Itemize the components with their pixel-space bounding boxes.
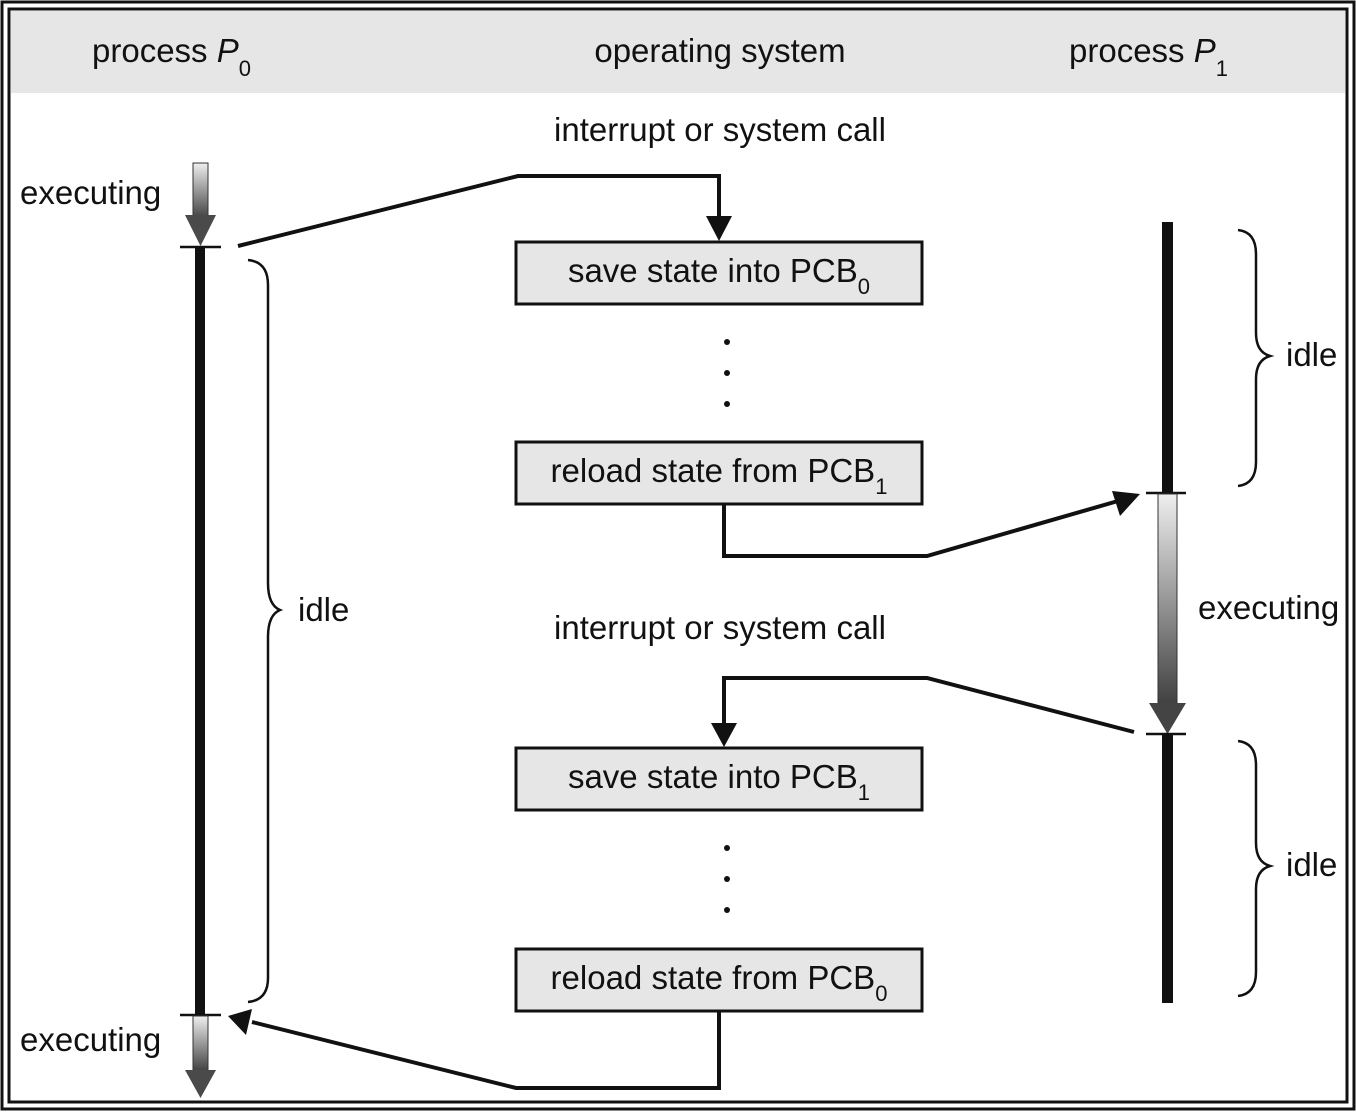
connector-p1-to-os [711, 676, 1135, 747]
p1-timeline [1146, 222, 1186, 1003]
p0-idle-bar [195, 247, 205, 1015]
p0-exec-top-shaft [192, 162, 209, 220]
p1-idle-brace-top [1237, 228, 1275, 488]
p0-idle-brace [247, 258, 284, 1004]
p1-idle-bar-top [1162, 222, 1173, 493]
ellipsis-top [724, 339, 730, 407]
p1-idle-bar-bottom [1162, 734, 1173, 1003]
header-process-p1: process P1 [1069, 32, 1228, 81]
p1-exec-shaft [1157, 493, 1178, 707]
p1-idle-brace-bottom [1237, 739, 1275, 998]
p0-idle-label: idle [298, 591, 349, 628]
p0-exec-bottom-head [185, 1070, 216, 1098]
svg-text:reload state from PCB1: reload state from PCB1 [551, 452, 888, 499]
connector-p0-to-os [237, 174, 732, 248]
event-label-top: interrupt or system call [554, 111, 886, 148]
svg-text:save state into PCB1: save state into PCB1 [568, 758, 870, 805]
p0-exec-bottom-shaft [192, 1015, 209, 1073]
os-box-save-pcb0: save state into PCB0 [514, 240, 924, 306]
os-box-reload-pcb0: reload state from PCB0 [514, 947, 924, 1013]
p1-idle-top-label: idle [1286, 336, 1337, 373]
header-process-p0: process P0 [92, 32, 251, 81]
p1-exec-head [1149, 703, 1186, 734]
event-label-middle: interrupt or system call [554, 609, 886, 646]
p1-idle-bottom-label: idle [1286, 846, 1337, 883]
svg-text:reload state from PCB0: reload state from PCB0 [551, 959, 888, 1006]
header-operating-system: operating system [594, 32, 845, 69]
p0-executing-top-label: executing [20, 174, 161, 211]
connector-os-to-p1 [722, 491, 1140, 558]
inner-frame [7, 7, 1349, 1104]
p0-timeline [180, 162, 221, 1098]
connector-os-to-p0 [228, 1009, 721, 1090]
p0-executing-bottom-label: executing [20, 1021, 161, 1058]
os-box-save-pcb1: save state into PCB1 [514, 746, 924, 812]
os-box-reload-pcb1: reload state from PCB1 [514, 440, 924, 506]
header-band [11, 11, 1345, 93]
ellipsis-bottom [724, 845, 730, 913]
p0-exec-top-head [185, 215, 216, 246]
p1-executing-label: executing [1198, 589, 1339, 626]
svg-text:save state into PCB0: save state into PCB0 [568, 252, 870, 299]
